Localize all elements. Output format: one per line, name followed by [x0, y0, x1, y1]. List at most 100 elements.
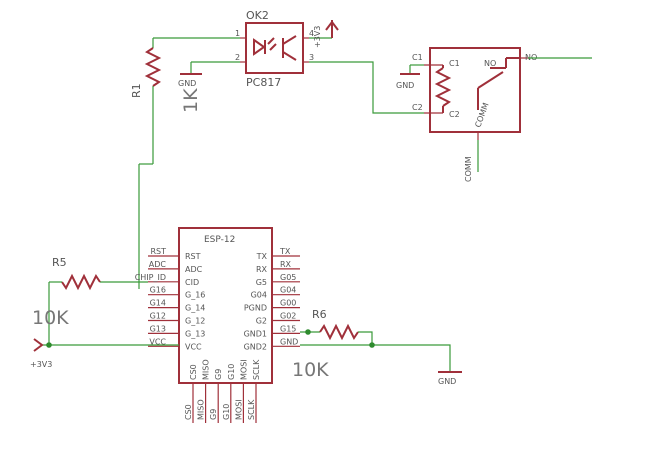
- relay-no-inner-label: NO: [484, 59, 496, 68]
- relay-comm-inner-label: COMM: [473, 101, 490, 128]
- wire-r6-right: [358, 331, 373, 345]
- esp-left-net-label: G12: [150, 312, 166, 321]
- gnd-label-ok2: GND: [178, 79, 196, 88]
- esp12-title: ESP-12: [204, 235, 235, 245]
- supply-3v3-top: +3V3: [309, 20, 339, 48]
- esp12-right-pins: TXTXRXRXG5G05G04G04PGNDG00G2G02GND1G15GN…: [244, 247, 300, 351]
- transistor-collector: [282, 35, 297, 45]
- wire-ok2-to-relay-c2: [309, 61, 424, 114]
- esp-left-net-label: G16: [150, 286, 166, 295]
- ok2-pin2-num: 2: [235, 53, 240, 62]
- esp-left-pin-name: ADC: [185, 265, 203, 274]
- relay-c2-label: C2: [412, 103, 423, 112]
- junction-g15: [305, 329, 311, 335]
- r1-ref: R1: [130, 83, 143, 98]
- gnd-bottom: GND: [300, 342, 462, 386]
- esp-right-net-label: G00: [280, 299, 296, 308]
- resistor-r6-zigzag: [319, 323, 359, 341]
- esp-left-net-label: RST: [150, 247, 166, 256]
- esp-bottom-net-label: MOSI: [234, 399, 243, 420]
- esp-left-pin-name: CID: [185, 278, 199, 287]
- resistor-r6: R6 10K: [292, 308, 373, 381]
- r6-ref: R6: [312, 308, 327, 321]
- esp12-module: ESP-12 RST RST ADC ADC CID CHIP_ID G_16 G16G_14…: [135, 227, 300, 423]
- esp-right-net-label: G02: [280, 312, 296, 321]
- esp-right-pin-name: G04: [251, 291, 267, 300]
- esp-right-pin-name: GND1: [244, 329, 267, 338]
- esp-right-pin-name: RX: [256, 265, 268, 274]
- ok2-part: PC817: [246, 76, 281, 89]
- esp-left-pin-name: VCC: [185, 342, 202, 351]
- supply-label-top: +3V3: [313, 26, 322, 48]
- ok2-ref: OK2: [246, 9, 269, 22]
- transistor-emitter: [282, 51, 297, 61]
- light-arrow-1: [267, 37, 275, 45]
- gnd-label-bottom: GND: [438, 377, 456, 386]
- r5-value: 10K: [32, 307, 69, 329]
- esp-right-pin-name: G2: [256, 317, 267, 326]
- resistor-r5-zigzag: [61, 273, 101, 291]
- resistor-r1: R1 1K: [130, 37, 240, 289]
- ok2-pin1-num: 1: [235, 29, 240, 38]
- supply-arrow-left: [33, 338, 44, 352]
- esp-left-pin-name: RST: [185, 252, 201, 261]
- esp-right-net-label: G04: [280, 286, 296, 295]
- relay-switch-arm: [477, 71, 504, 89]
- esp-bottom-pin-name: CS0: [189, 364, 198, 380]
- led-symbol: [253, 38, 266, 56]
- esp-left-pin-name: G_16: [185, 291, 205, 300]
- esp-right-net-label: GND: [280, 337, 298, 346]
- esp-right-net-label: TX: [279, 247, 291, 256]
- relay-c1-label: C1: [412, 53, 423, 62]
- esp-bottom-net-label: G9: [209, 409, 218, 420]
- esp-bottom-pin-name: MOSI: [239, 359, 248, 380]
- gnd-label-relay: GND: [396, 81, 414, 90]
- resistor-r1-zigzag: [144, 47, 162, 87]
- esp-right-pin-name: PGND: [244, 304, 267, 313]
- relay-coil: [434, 67, 452, 107]
- esp-bottom-net-label: SCLK: [247, 399, 256, 420]
- optocoupler-body: [245, 22, 304, 74]
- esp-left-pin-name: G_14: [185, 304, 205, 313]
- esp-right-pin-name: G5: [256, 278, 267, 287]
- esp-right-pin-name: TX: [256, 252, 268, 261]
- esp-right-net-label: RX: [280, 260, 292, 269]
- r5-ref: R5: [52, 256, 67, 269]
- esp-bottom-pin-name: G9: [214, 369, 223, 380]
- ok2-pin4-num: 4: [309, 29, 314, 38]
- esp-bottom-net-label: MISO: [197, 399, 206, 420]
- optocoupler-ok2: OK2 PC817 1 2 3 4: [235, 9, 314, 89]
- r6-value: 10K: [292, 359, 329, 381]
- esp-left-net-label: VCC: [149, 337, 166, 346]
- gnd-ok2: GND: [178, 61, 240, 88]
- wire-gnd-bottom: [300, 344, 451, 372]
- esp-left-net-label: CHIP_ID: [135, 273, 166, 282]
- resistor-r5: R5 10K: [32, 256, 148, 345]
- junction-vcc: [46, 342, 52, 348]
- esp-left-pin-name: G_12: [185, 317, 205, 326]
- esp-right-net-label: G05: [280, 273, 296, 282]
- esp-bottom-net-label: G10: [222, 404, 231, 420]
- esp-bottom-pin-name: MISO: [202, 359, 211, 380]
- esp-bottom-pin-name: SCLK: [252, 359, 261, 380]
- ok2-pin3-num: 3: [309, 53, 314, 62]
- esp-left-net-label: ADC: [149, 260, 167, 269]
- relay-c1-inner-label: C1: [449, 59, 460, 68]
- light-arrow-2: [269, 43, 277, 51]
- esp12-body: [178, 227, 273, 384]
- r1-value: 1K: [180, 88, 202, 113]
- supply-arrow-top: [325, 20, 339, 31]
- relay: C1 C1 C2 C2 NO NO COMM COMM: [412, 47, 537, 182]
- junction-gnd: [369, 342, 375, 348]
- relay-body: [429, 47, 521, 133]
- esp-right-net-label: G15: [280, 324, 296, 333]
- esp-right-pin-name: GND2: [244, 342, 267, 351]
- esp-bottom-pin-name: G10: [227, 364, 236, 380]
- esp-left-net-label: G13: [150, 324, 166, 333]
- supply-3v3-left: +3V3: [30, 338, 179, 369]
- esp-bottom-net-label: CS0: [184, 404, 193, 420]
- esp-left-net-label: G14: [150, 299, 166, 308]
